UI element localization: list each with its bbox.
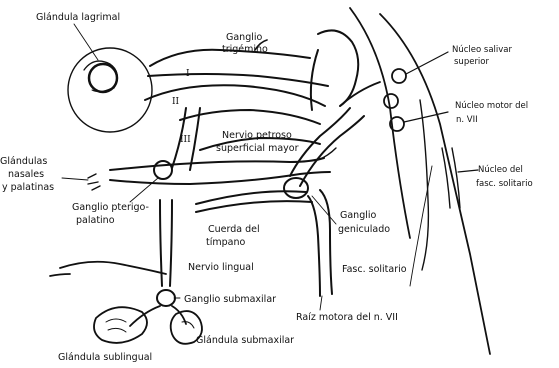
label-fasc-solitario: Fasc. solitario (342, 264, 407, 275)
label-glandulas-nasales-2: nasales (8, 169, 44, 180)
sublingual-gland (94, 307, 147, 343)
roman-2-marker: II (172, 97, 180, 107)
label-nucleo-salivar-2: superior (454, 57, 489, 67)
label-nervio-petroso-2: superficial mayor (216, 143, 299, 154)
label-ganglio-gen-2: geniculado (338, 224, 390, 235)
label-raiz-motora: Raíz motora del n. VII (296, 312, 398, 323)
label-nucleo-salivar-1: Núcleo salivar (452, 45, 513, 55)
label-ganglio-pterigo-2: palatino (76, 215, 115, 226)
submandibular-ganglion (130, 290, 186, 326)
label-nucleo-motor-1: Núcleo motor del (455, 101, 528, 111)
label-nervio-lingual: Nervio lingual (188, 262, 254, 273)
label-nucleo-fasc-1: Núcleo del (478, 165, 523, 175)
label-cuerda-1: Cuerda del (208, 224, 260, 235)
label-nucleo-fasc-2: fasc. solitario (476, 179, 533, 189)
label-glandula-subling: Glándula sublingual (58, 352, 152, 363)
label-ganglio-pterigo-1: Ganglio pterigo- (72, 202, 149, 213)
lacrimal-gland (68, 48, 152, 132)
label-ganglio-gen-1: Ganglio (340, 210, 377, 221)
nuclei (384, 52, 478, 172)
label-nervio-petroso-1: Nervio petroso (222, 130, 292, 141)
label-glandulas-nasales-1: Glándulas (0, 156, 47, 167)
label-glandulas-nasales-3: y palatinas (2, 182, 54, 193)
greater-petrosal-nerve (88, 158, 330, 190)
label-ganglio-trigemino-2: trigémino (222, 44, 268, 55)
roman-1-marker: I (186, 69, 190, 79)
roman-3-marker: III (180, 135, 191, 145)
label-glandula-lagrimal: Glándula lagrimal (36, 12, 120, 23)
label-glandula-submax: Glándula submaxilar (196, 335, 294, 346)
label-ganglio-submax: Ganglio submaxilar (184, 294, 276, 305)
label-nucleo-motor-2: n. VII (456, 115, 478, 125)
label-ganglio-trigemino-1: Ganglio (226, 32, 263, 43)
label-cuerda-2: tímpano (206, 237, 245, 248)
